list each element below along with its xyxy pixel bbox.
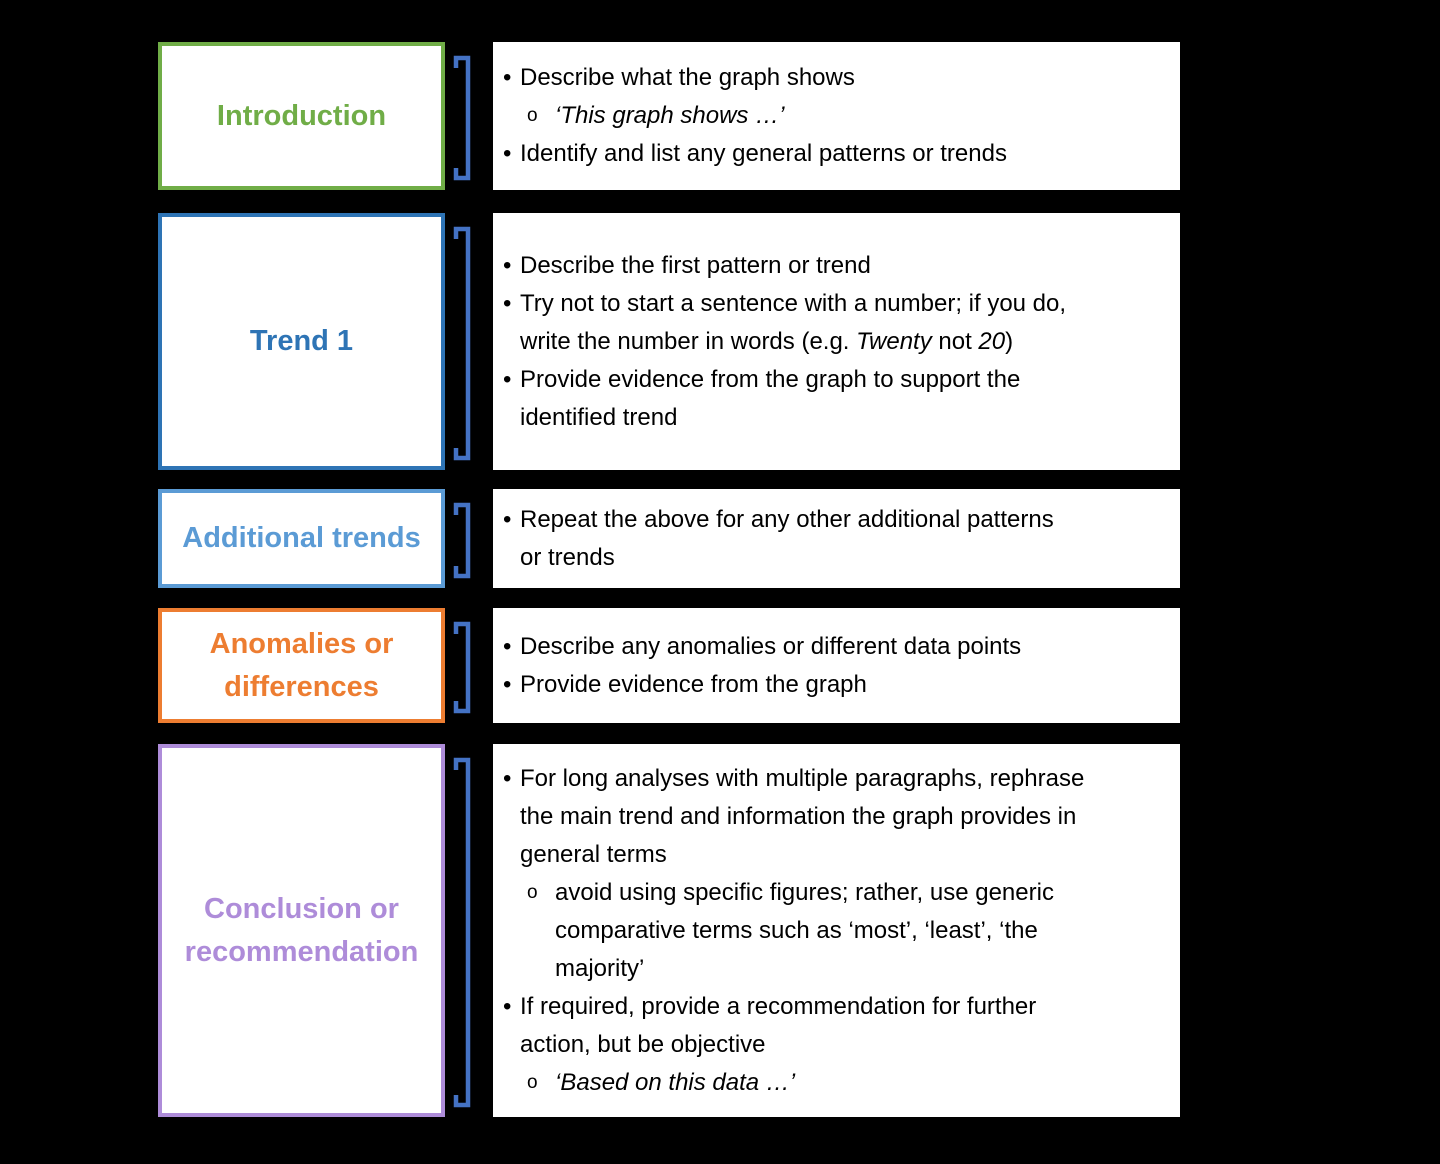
section-label: Introduction [216,99,387,132]
section-label: Anomalies or differences [209,627,394,703]
section-row-introduction: Introduction • Describe what the graph sh… [0,42,1440,190]
bullet-dot-icon: • [503,632,512,660]
bullet-text: Provide evidence from the graph to suppo… [520,365,1021,431]
bullet-item: • Provide evidence from the graph [503,666,1170,704]
bracket-icon [453,757,471,1108]
bullet-item: • Try not to start a sentence with a numb… [503,285,1170,361]
section-box-trend-1: Trend 1 [158,213,445,470]
bullet-dot-icon: • [503,505,512,533]
bullet-list: • Describe any anomalies or different dat… [503,628,1170,704]
bullet-dot-icon: • [503,64,512,91]
bullet-item: o ‘This graph shows …’ [527,97,1170,135]
bullet-text: Try not to start a sentence with a numbe… [520,289,1067,355]
bullet-item: • Provide evidence from the graph to supp… [503,361,1170,437]
bullet-text: ‘Based on this data …’ [555,1068,796,1096]
bullet-dot-icon: • [503,670,512,698]
bracket-icon [453,621,471,714]
section-bracket [451,621,473,714]
section-box-introduction: Introduction [158,42,445,190]
bullet-item: • For long analyses with multiple paragra… [503,760,1170,874]
section-box-anomalies-or-differences: Anomalies or differences [158,608,445,723]
section-bracket [451,55,473,181]
bullet-list: • Describe the first pattern or trend • Try… [503,247,1170,437]
bullet-item: • Identify and list any general patterns … [503,135,1170,173]
section-bracket [451,502,473,579]
bracket-icon [453,226,471,461]
bullet-dot-icon: • [503,764,512,792]
bullet-text: If required, provide a recommendation fo… [520,992,1037,1058]
section-box-additional-trends: Additional trends [158,489,445,588]
section-label: Conclusion or recommendation [184,892,419,968]
section-panel: • Describe what the graph shows o ‘This gra… [493,42,1180,190]
bullet-item: • Describe what the graph shows [503,59,1170,97]
bullet-dot-icon: • [503,289,512,317]
bullet-text: Describe what the graph shows [520,64,855,91]
bullet-list: • Describe what the graph shows o ‘This gra… [503,59,1170,173]
bullet-dot-icon: • [503,140,512,167]
bullet-item: • If required, provide a recommendation f… [503,988,1170,1064]
bullet-text: avoid using specific figures; rather, us… [555,878,1054,982]
bullet-circle-icon: o [527,1071,538,1093]
section-row-trend-1: Trend 1 • Describe the first pattern or t… [0,213,1440,470]
section-bracket [451,226,473,461]
section-row-conclusion-or-recommendation: Conclusion or recommendation • For long a… [0,744,1440,1117]
section-panel: • Describe the first pattern or trend • Try… [493,213,1180,470]
section-panel: • For long analyses with multiple paragra… [493,744,1180,1117]
bracket-icon [453,502,471,579]
bullet-circle-icon: o [527,105,538,126]
section-label: Trend 1 [249,325,354,357]
bullet-text: Describe any anomalies or different data… [520,632,1022,660]
bracket-icon [453,55,471,181]
bullet-text: ‘This graph shows …’ [555,102,785,129]
section-panel: • Repeat the above for any other addition… [493,489,1180,588]
section-row-anomalies-or-differences: Anomalies or differences • Describe any a… [0,608,1440,723]
bullet-item: • Describe the first pattern or trend [503,247,1170,285]
bullet-item: o ‘Based on this data …’ [527,1064,1170,1102]
bullet-text: Repeat the above for any other additiona… [520,505,1054,571]
bullet-dot-icon: • [503,365,512,393]
bullet-text: Describe the first pattern or trend [520,251,871,279]
bullet-dot-icon: • [503,251,512,279]
bullet-dot-icon: • [503,992,512,1020]
bullet-text: For long analyses with multiple paragrap… [520,764,1085,868]
bullet-item: • Repeat the above for any other addition… [503,501,1170,577]
bullet-list: • Repeat the above for any other addition… [503,501,1170,577]
bullet-text: Identify and list any general patterns o… [520,140,1007,167]
bullet-item: o avoid using specific figures; rather, u… [527,874,1170,988]
bullet-text: Provide evidence from the graph [520,670,867,698]
bullet-circle-icon: o [527,881,538,903]
bullet-list: • For long analyses with multiple paragra… [503,760,1170,1102]
section-panel: • Describe any anomalies or different dat… [493,608,1180,723]
section-box-conclusion-or-recommendation: Conclusion or recommendation [158,744,445,1117]
section-row-additional-trends: Additional trends • Repeat the above for … [0,489,1440,588]
section-bracket [451,757,473,1108]
bullet-item: • Describe any anomalies or different dat… [503,628,1170,666]
section-label: Additional trends [182,522,421,554]
